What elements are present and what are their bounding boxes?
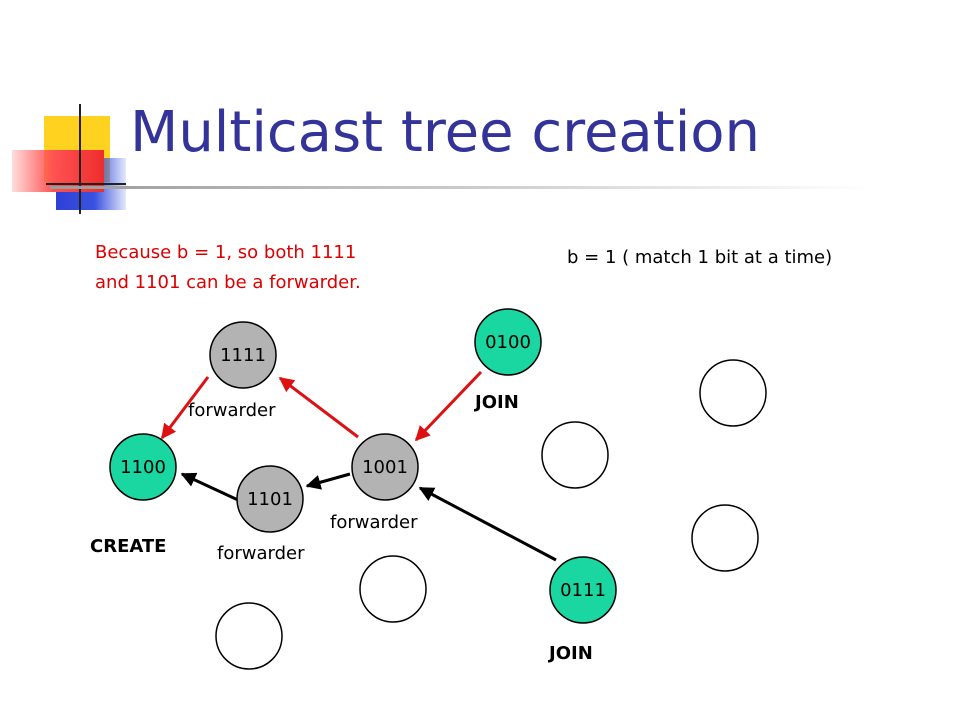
arrow-1001-to-1101 (305, 472, 351, 490)
empty-node (359, 555, 427, 623)
deco-horizontal-line (46, 183, 126, 185)
empty-node (541, 421, 609, 489)
arrow-1101-to-1100 (180, 472, 239, 502)
node-1101-label: 1101 (247, 489, 293, 510)
node-1100-label: 1100 (120, 457, 166, 478)
join-label-0100: JOIN (475, 392, 519, 413)
node-1101: 1101 (236, 465, 304, 533)
deco-red-bar (12, 150, 104, 192)
node-0111-label: 0111 (560, 580, 606, 601)
node-1100: 1100 (109, 433, 177, 501)
forwarder-note-line-2: and 1101 can be a forwarder. (95, 272, 361, 293)
forwarder-label-1101: forwarder (217, 543, 305, 564)
title-underline (50, 186, 870, 189)
empty-node (215, 602, 283, 670)
slide-title: Multicast tree creation (130, 100, 760, 165)
deco-vertical-line (79, 104, 81, 214)
arrow-0111-to-1001 (418, 486, 557, 562)
node-1111-label: 1111 (220, 345, 266, 366)
join-label-0111: JOIN (549, 643, 593, 664)
arrow-0100-to-1001 (414, 370, 483, 442)
empty-node (691, 504, 759, 572)
empty-node (699, 359, 767, 427)
forwarder-label-1111: forwarder (188, 400, 276, 421)
forwarder-label-1001: forwarder (330, 512, 418, 533)
forwarder-note-line-1: Because b = 1, so both 1111 (95, 242, 357, 263)
node-1001: 1001 (351, 433, 419, 501)
node-1001-label: 1001 (362, 457, 408, 478)
arrow-1001-to-1111 (278, 376, 359, 439)
node-1111: 1111 (209, 321, 277, 389)
create-label-1100: CREATE (90, 536, 167, 557)
forwarder-note: Because b = 1, so both 1111 and 1101 can… (95, 238, 361, 298)
node-0100-label: 0100 (485, 332, 531, 353)
bit-match-info: b = 1 ( match 1 bit at a time) (567, 247, 833, 268)
node-0100: 0100 (474, 308, 542, 376)
arrow-1111-to-1100 (160, 376, 210, 440)
node-0111: 0111 (549, 556, 617, 624)
